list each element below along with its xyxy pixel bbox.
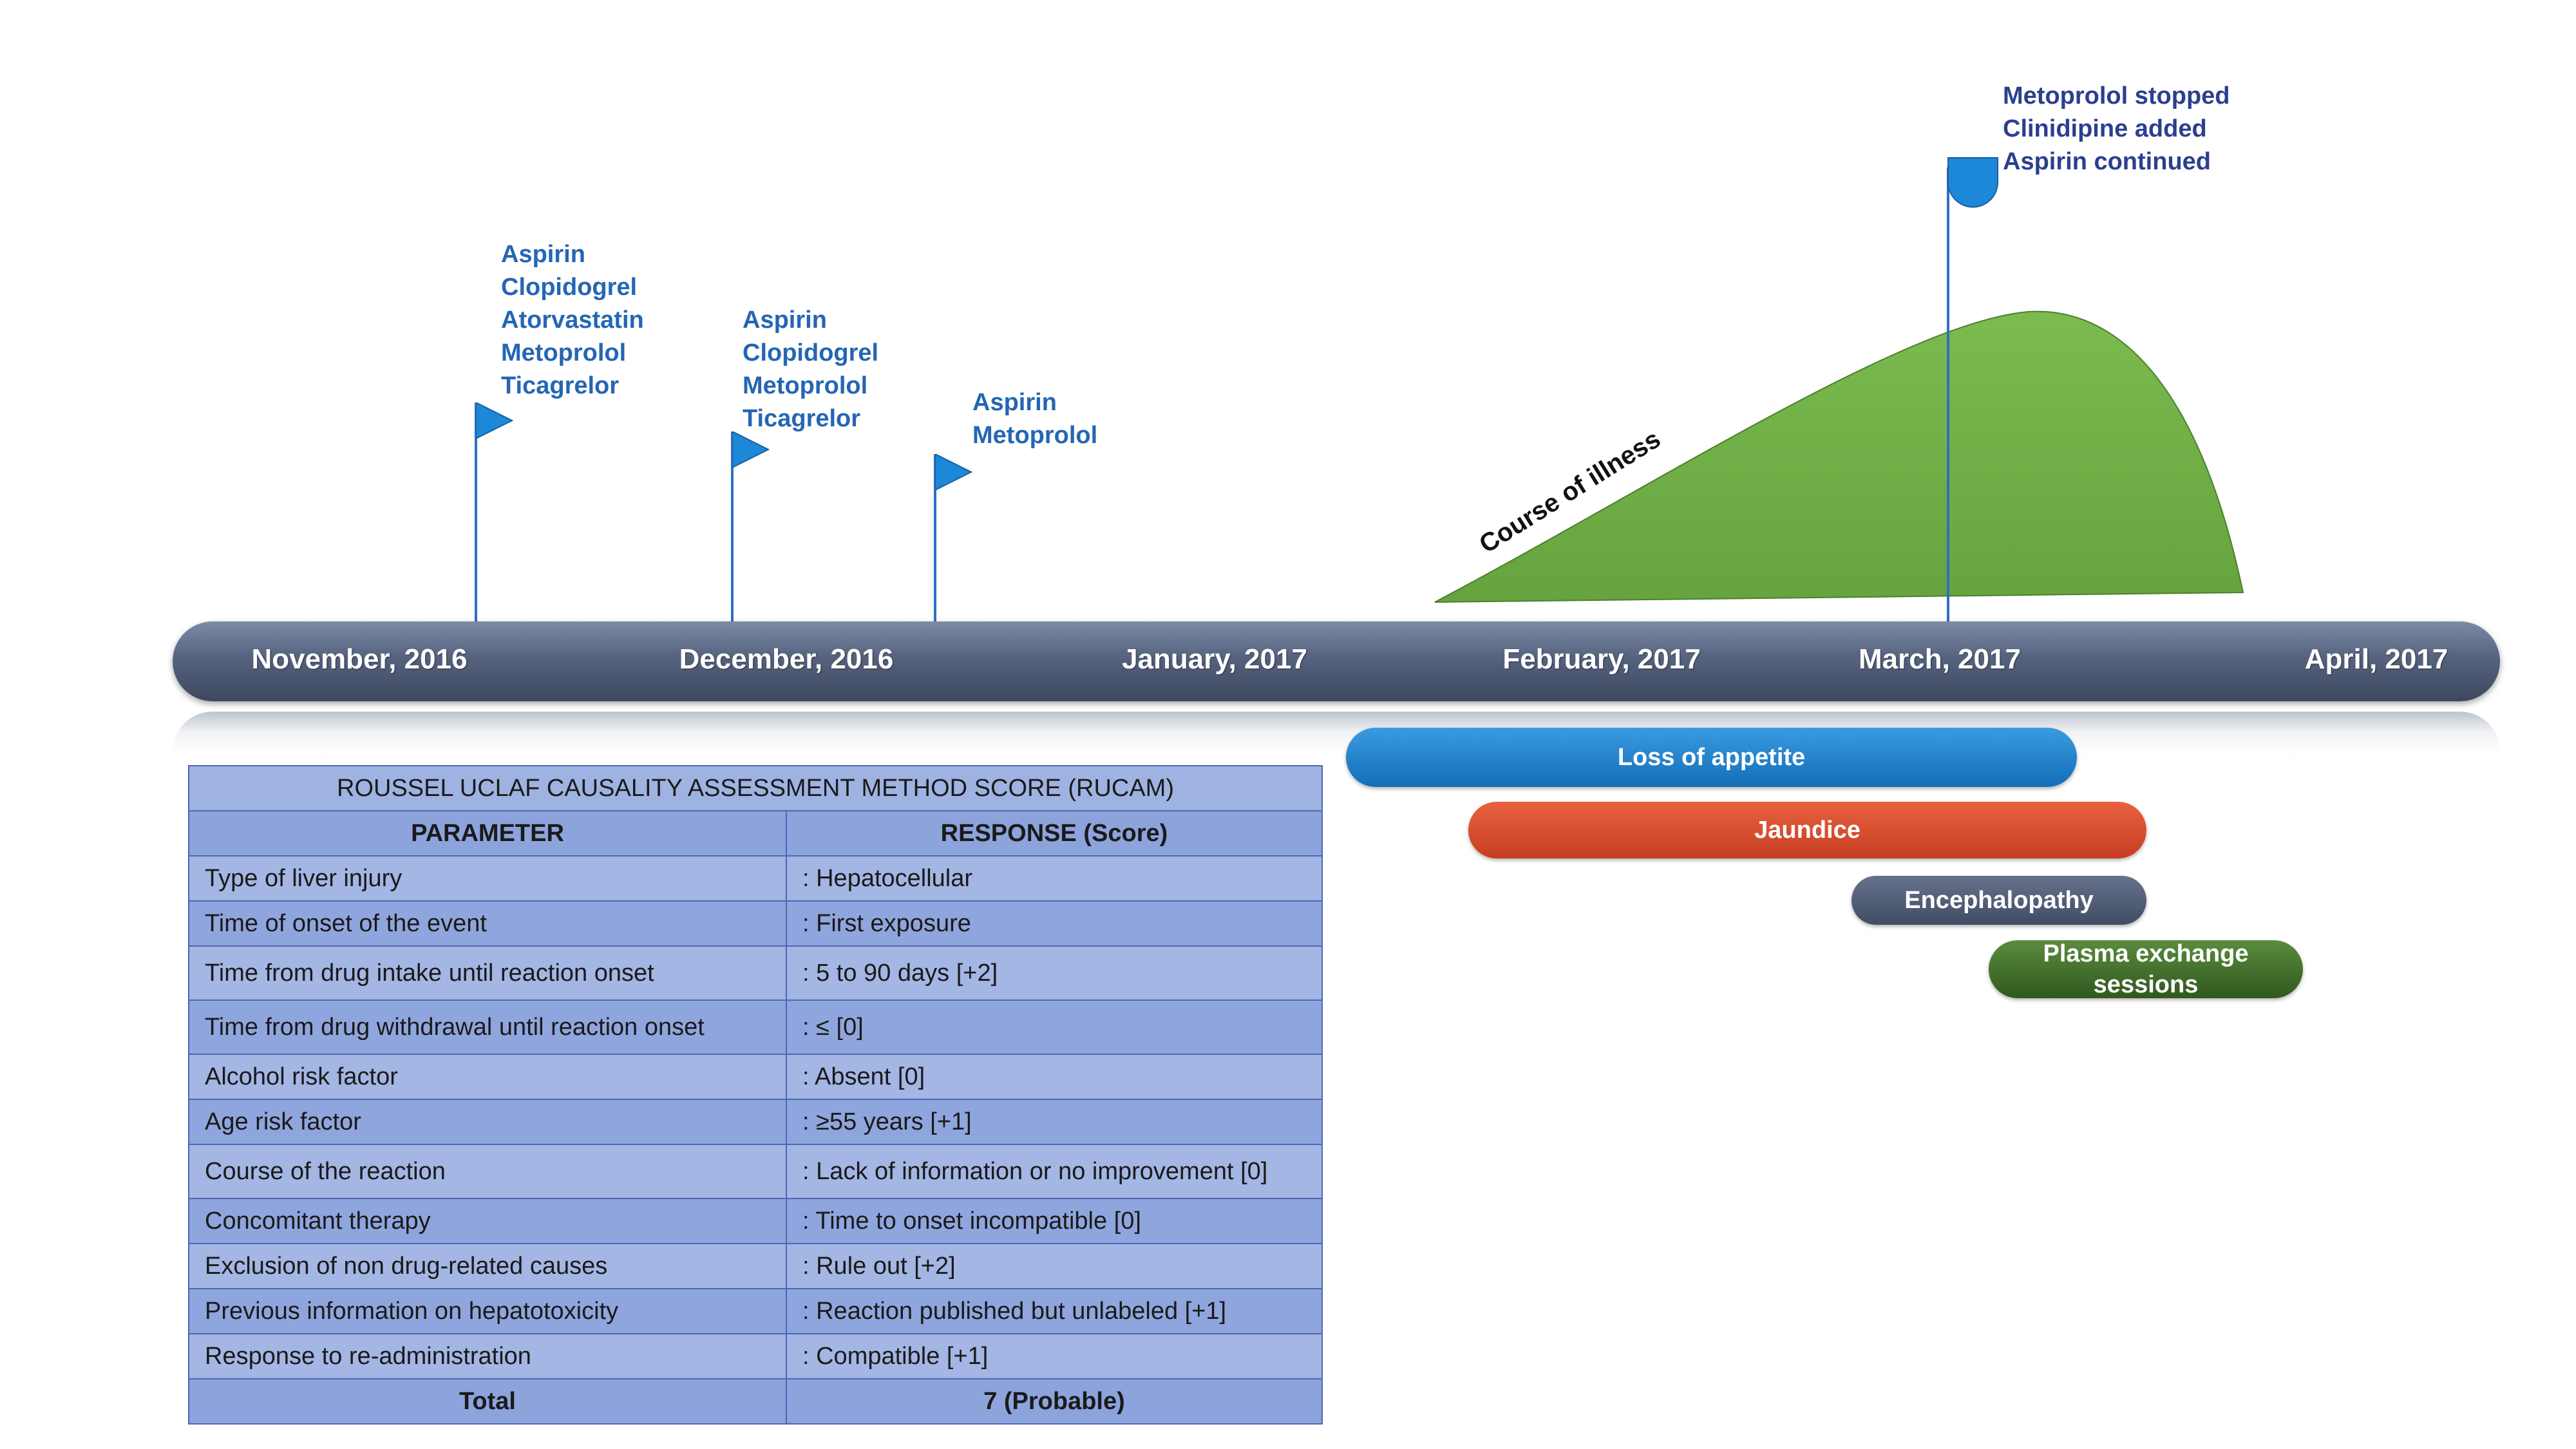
flag-drug-list: Aspirin Clopidogrel Metoprolol Ticagrelo… bbox=[743, 304, 878, 435]
response-cell: : Rule out [+2] bbox=[786, 1243, 1323, 1289]
drug-name: Metoprolol bbox=[743, 372, 868, 399]
drug-name: Aspirin bbox=[972, 389, 1057, 416]
note-line: Clinidipine added bbox=[2003, 115, 2207, 142]
course-of-illness-chart: Course of illness bbox=[1434, 157, 2244, 623]
symptom-bar-jaundice: Jaundice bbox=[1468, 802, 2146, 858]
table-row: Alcohol risk factor : Absent [0] bbox=[188, 1054, 1323, 1100]
flag-drug-list: Aspirin Clopidogrel Atorvastatin Metopro… bbox=[501, 238, 644, 402]
timeline-bar bbox=[173, 621, 2500, 701]
symptom-label: Loss of appetite bbox=[1617, 744, 1806, 771]
column-header: RESPONSE (Score) bbox=[786, 810, 1323, 857]
table-row: Concomitant therapy : Time to onset inco… bbox=[188, 1198, 1323, 1244]
response-cell: : Hepatocellular bbox=[786, 855, 1323, 902]
drug-name: Metoprolol bbox=[972, 422, 1098, 449]
total-score: 7 (Probable) bbox=[786, 1378, 1323, 1425]
drug-name: Ticagrelor bbox=[743, 405, 861, 432]
flag-pole bbox=[475, 402, 477, 625]
month-label: March, 2017 bbox=[1859, 643, 2021, 675]
timeline-reflection bbox=[173, 712, 2500, 757]
table-total-row: Total 7 (Probable) bbox=[188, 1378, 1323, 1425]
parameter-cell: Type of liver injury bbox=[188, 855, 787, 902]
total-label: Total bbox=[188, 1378, 787, 1425]
symptom-label: Jaundice bbox=[1754, 817, 1861, 844]
table-title: ROUSSEL UCLAF CAUSALITY ASSESSMENT METHO… bbox=[188, 765, 1323, 811]
response-cell: : Absent [0] bbox=[786, 1054, 1323, 1100]
parameter-cell: Response to re-administration bbox=[188, 1333, 787, 1379]
response-cell: : Compatible [+1] bbox=[786, 1333, 1323, 1379]
symptom-label: Encephalopathy bbox=[1904, 887, 2094, 914]
parameter-cell: Time from drug intake until reaction ons… bbox=[188, 945, 787, 1001]
month-label: January, 2017 bbox=[1122, 643, 1307, 675]
table-row: Age risk factor : ≥55 years [+1] bbox=[188, 1099, 1323, 1145]
drug-name: Aspirin bbox=[501, 241, 585, 268]
month-label: November, 2016 bbox=[251, 643, 468, 675]
response-cell: : Reaction published but unlabeled [+1] bbox=[786, 1288, 1323, 1334]
response-cell: : 5 to 90 days [+2] bbox=[786, 945, 1323, 1001]
symptom-bar-plasma-exchange: Plasma exchange sessions bbox=[1989, 940, 2303, 998]
month-label: February, 2017 bbox=[1502, 643, 1701, 675]
drug-name: Clopidogrel bbox=[743, 339, 879, 366]
drug-name: Metoprolol bbox=[501, 339, 627, 366]
symptom-bar-encephalopathy: Encephalopathy bbox=[1852, 876, 2146, 925]
response-cell: : ≥55 years [+1] bbox=[786, 1099, 1323, 1145]
parameter-cell: Exclusion of non drug-related causes bbox=[188, 1243, 787, 1289]
table-row: Course of the reaction : Lack of informa… bbox=[188, 1144, 1323, 1199]
symptom-bar-loss-of-appetite: Loss of appetite bbox=[1346, 728, 2077, 787]
response-cell: : Time to onset incompatible [0] bbox=[786, 1198, 1323, 1244]
flag-pole bbox=[934, 454, 936, 625]
flag-pole bbox=[731, 431, 734, 625]
drug-name: Atorvastatin bbox=[501, 307, 644, 334]
parameter-cell: Age risk factor bbox=[188, 1099, 787, 1145]
month-label: December, 2016 bbox=[679, 643, 894, 675]
table-row: Type of liver injury : Hepatocellular bbox=[188, 855, 1323, 902]
table-row: Response to re-administration : Compatib… bbox=[188, 1333, 1323, 1379]
table-row: Time of onset of the event : First expos… bbox=[188, 900, 1323, 947]
illness-curve bbox=[1434, 310, 2244, 603]
march-marker-drop bbox=[1947, 157, 1998, 208]
response-cell: : ≤ [0] bbox=[786, 999, 1323, 1055]
column-header: PARAMETER bbox=[188, 810, 787, 857]
note-line: Aspirin continued bbox=[2003, 148, 2211, 175]
parameter-cell: Time from drug withdrawal until reaction… bbox=[188, 999, 787, 1055]
drug-name: Clopidogrel bbox=[501, 274, 638, 301]
parameter-cell: Time of onset of the event bbox=[188, 900, 787, 947]
note-line: Metoprolol stopped bbox=[2003, 82, 2230, 109]
rucam-table: ROUSSEL UCLAF CAUSALITY ASSESSMENT METHO… bbox=[188, 765, 1323, 1425]
flag-drug-list: Aspirin Metoprolol bbox=[972, 386, 1097, 452]
table-row: Time from drug intake until reaction ons… bbox=[188, 945, 1323, 1001]
parameter-cell: Concomitant therapy bbox=[188, 1198, 787, 1244]
drug-name: Aspirin bbox=[743, 307, 827, 334]
march-treatment-note: Metoprolol stopped Clinidipine added Asp… bbox=[2003, 80, 2230, 178]
symptom-label: Plasma exchange sessions bbox=[2043, 940, 2249, 998]
table-row: Exclusion of non drug-related causes : R… bbox=[188, 1243, 1323, 1289]
flag-icon bbox=[935, 454, 972, 490]
drug-name: Ticagrelor bbox=[501, 372, 620, 399]
flag-icon bbox=[732, 431, 770, 468]
parameter-cell: Previous information on hepatotoxicity bbox=[188, 1288, 787, 1334]
parameter-cell: Alcohol risk factor bbox=[188, 1054, 787, 1100]
month-label: April, 2017 bbox=[2304, 643, 2448, 675]
table-row: Time from drug withdrawal until reaction… bbox=[188, 999, 1323, 1055]
table-row: Previous information on hepatotoxicity :… bbox=[188, 1288, 1323, 1334]
response-cell: : First exposure bbox=[786, 900, 1323, 947]
flag-icon bbox=[476, 402, 513, 439]
parameter-cell: Course of the reaction bbox=[188, 1144, 787, 1199]
response-cell: : Lack of information or no improvement … bbox=[786, 1144, 1323, 1199]
